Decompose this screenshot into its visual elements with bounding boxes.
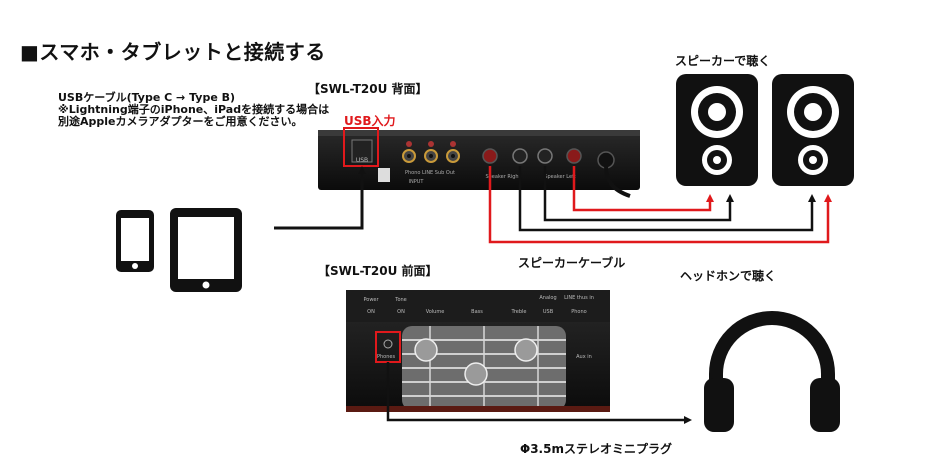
analog-label: Analog xyxy=(539,295,556,301)
speaker-terminals-right xyxy=(482,148,528,164)
line-label: LINE thus in xyxy=(564,295,594,301)
speaker-cable-right-minus xyxy=(518,166,816,232)
speaker-terminals-left xyxy=(537,148,582,164)
usb-switch-label: USB xyxy=(543,309,554,315)
on-label-tone: ON xyxy=(397,309,405,315)
knob-label-treble: Treble xyxy=(511,309,527,315)
headphones-label: ヘッドホンで聴く xyxy=(680,269,777,283)
speaker-cable-label: スピーカーケーブル xyxy=(518,256,626,270)
speakers-label: スピーカーで聴く xyxy=(675,54,771,68)
knob-label-power: Power xyxy=(363,297,379,303)
headphone-cable-line xyxy=(386,362,692,424)
phones-jack xyxy=(383,339,393,349)
usb-cable-note-line-2: ※Lightning端子のiPhone、iPadを接続する場合は xyxy=(58,103,330,116)
rear-panel-device: USB Phono LINE Sub Out INPUT Speaker Rig… xyxy=(318,127,640,198)
power-cord xyxy=(604,165,631,198)
speaker-right-caption: Speaker Right xyxy=(485,174,520,180)
speaker-left-icon xyxy=(676,74,758,186)
knob-label-tone: Tone xyxy=(394,297,407,303)
usb-input-label: USB入力 xyxy=(344,114,396,128)
headphones-icon xyxy=(704,311,840,432)
jacks-caption: Phono LINE Sub Out xyxy=(405,170,455,176)
smartphone-icon xyxy=(116,210,154,272)
speaker-cable-right-plus xyxy=(488,166,832,244)
front-panel-device: Power ON Tone ON Volume Bass Treble Anal… xyxy=(346,290,610,412)
usb-cable-note: USBケーブル(Type C → Type B) ※Lightning端子のiP… xyxy=(58,92,329,128)
rca-jacks xyxy=(402,141,460,163)
tube-cage xyxy=(402,326,566,410)
on-label-power: ON xyxy=(367,309,375,315)
speaker-left-caption: Speaker Left xyxy=(544,174,575,180)
aux-label: Aux in xyxy=(576,354,592,360)
plug-label: Φ3.5mステレオミニプラグ xyxy=(520,442,672,456)
usb-port-label: USB xyxy=(356,157,368,164)
knob-label-volume: Volume xyxy=(426,309,445,315)
usb-cable-line xyxy=(274,166,366,230)
tablet-icon xyxy=(170,208,242,292)
speaker-cable-left-plus xyxy=(572,166,714,212)
usb-cable-note-line-3: 別途Appleカメラアダプターをご用意ください。 xyxy=(58,115,303,128)
speaker-cable-left-minus xyxy=(543,166,734,222)
input-caption: INPUT xyxy=(409,179,425,185)
rear-panel-heading: 【SWL-T20U 背面】 xyxy=(308,82,428,96)
front-panel-heading: 【SWL-T20U 前面】 xyxy=(318,264,438,278)
page-title: ■スマホ・タブレットと接続する xyxy=(20,40,326,64)
phones-label: Phones xyxy=(377,354,395,360)
usb-plug xyxy=(378,168,390,182)
usb-cable-note-line-1: USBケーブル(Type C → Type B) xyxy=(58,91,236,104)
knob-label-bass: Bass xyxy=(471,309,483,315)
speaker-right-icon xyxy=(772,74,854,186)
phono-switch-label: Phono xyxy=(571,309,586,315)
power-jack xyxy=(597,151,615,169)
